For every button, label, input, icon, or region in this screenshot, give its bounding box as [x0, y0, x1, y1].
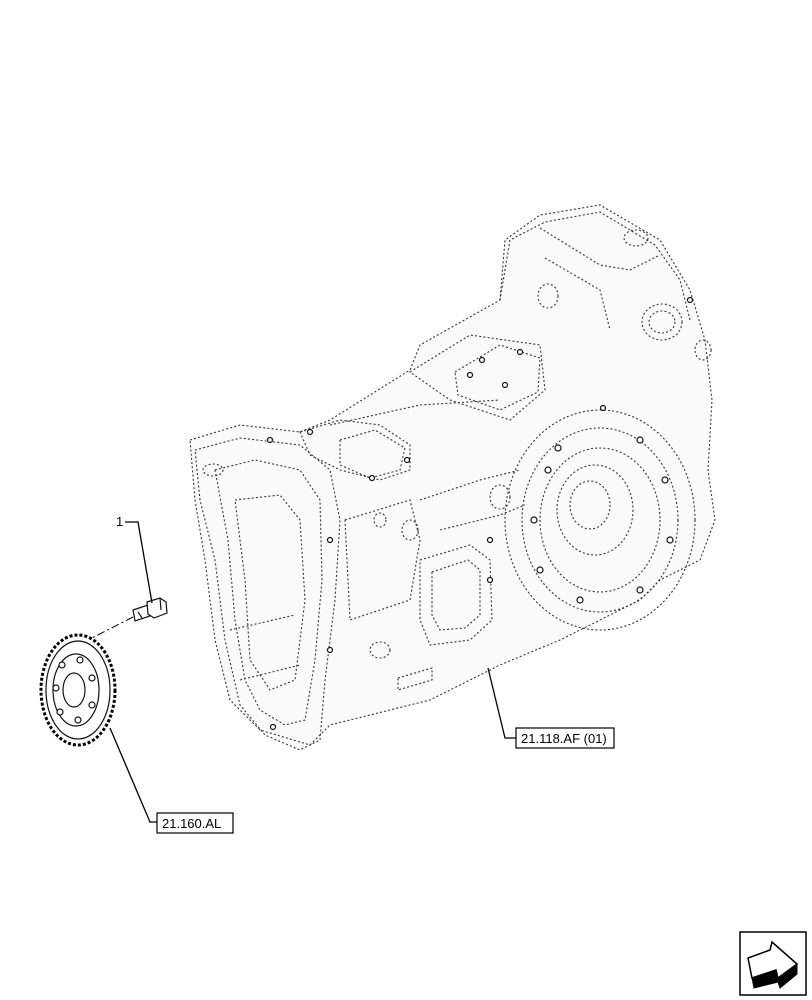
gear-ref-callout[interactable]: 21.160.AL	[156, 812, 234, 834]
navigation-arrow-icon[interactable]	[739, 931, 807, 996]
gear-ref-label: 21.160.AL	[162, 816, 221, 831]
transmission-leader	[487, 667, 518, 739]
gear	[39, 633, 117, 747]
transmission-ref-callout[interactable]: 21.118.AF (01)	[515, 727, 615, 749]
bolt-alignment-line	[87, 616, 134, 641]
bolt	[132, 597, 168, 622]
gear-leader	[109, 727, 158, 823]
item-1-leader	[125, 521, 153, 604]
transmission-housing	[189, 204, 716, 751]
flange-bolts	[530, 436, 674, 604]
transmission-ref-label: 21.118.AF (01)	[521, 731, 607, 746]
item-number-label: 1	[116, 514, 123, 529]
